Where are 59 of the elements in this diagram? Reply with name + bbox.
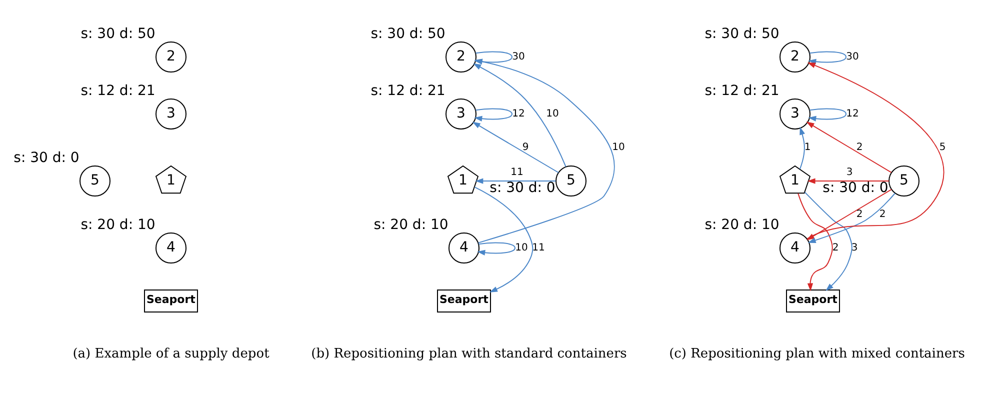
edge-label: 10 [612, 142, 624, 152]
node-box: Seaport [144, 289, 198, 312]
node-circle: 2 [155, 41, 186, 72]
edge-label: 2 [856, 142, 862, 152]
node-circle: 3 [779, 98, 810, 129]
node-label: s: 20 d: 10 [704, 216, 779, 233]
arrow [472, 121, 559, 173]
node-box: Seaport [786, 289, 840, 312]
edge-label: 2 [878, 208, 886, 220]
node-circle: 5 [888, 165, 919, 196]
edge-label: 2 [856, 208, 862, 220]
node-label: s: 30 d: 0 [13, 150, 79, 166]
label: (a) Example of a supply depot [72, 346, 269, 361]
arrow [474, 108, 512, 121]
node-label: s: 30 d: 50 [370, 26, 445, 42]
edge-label: 3 [846, 166, 852, 178]
node-circle: 2 [779, 41, 810, 72]
node-circle: 4 [448, 232, 479, 263]
edge-label: 2 [832, 242, 838, 253]
edge-label: 1 [804, 142, 810, 152]
arrow [798, 126, 804, 170]
node-label: s: 30 d: 0 [822, 180, 888, 196]
edge-label: 5 [938, 142, 946, 152]
edge-label: 30 [846, 51, 858, 62]
arrow [474, 186, 533, 292]
edge-label: 3 [850, 242, 858, 253]
node-label: s: 30 d: 50 [80, 26, 155, 42]
node-label: s: 20 d: 10 [373, 216, 448, 233]
node-circle: 3 [155, 98, 186, 129]
node-circle: 5 [79, 165, 110, 196]
edge-label: 12 [512, 108, 524, 119]
arrow [472, 62, 566, 167]
node-box: Seaport [436, 289, 490, 312]
node-circle: 4 [155, 232, 186, 263]
edge-label: 11 [532, 242, 544, 253]
edge-label: 12 [846, 108, 858, 119]
node-label: s: 12 d: 21 [704, 82, 779, 99]
node-label: s: 30 d: 0 [489, 180, 555, 196]
node-label: s: 12 d: 21 [80, 82, 155, 99]
node-circle: 4 [779, 232, 810, 263]
arrow [797, 192, 832, 291]
edge-label: 11 [510, 166, 523, 178]
node-circle: 2 [445, 41, 476, 72]
node-circle: 3 [445, 98, 476, 129]
edge-label: 9 [522, 142, 528, 152]
node-label: s: 12 d: 21 [370, 82, 445, 99]
arrow [476, 242, 515, 255]
edge-label: 10 [546, 108, 558, 119]
arrow [806, 121, 892, 172]
node-circle: 5 [555, 165, 586, 196]
arrow [806, 178, 889, 184]
arrow [474, 178, 556, 184]
edge-label: 30 [512, 51, 524, 62]
node-label: s: 30 d: 50 [704, 26, 779, 42]
node-label: s: 20 d: 10 [80, 216, 155, 233]
edge-label: 10 [514, 242, 528, 253]
label: (c) Repositioning plan with mixed containers [668, 346, 964, 361]
arrow [808, 108, 846, 121]
label: (b) Repositioning plan with standard containers [310, 346, 626, 361]
